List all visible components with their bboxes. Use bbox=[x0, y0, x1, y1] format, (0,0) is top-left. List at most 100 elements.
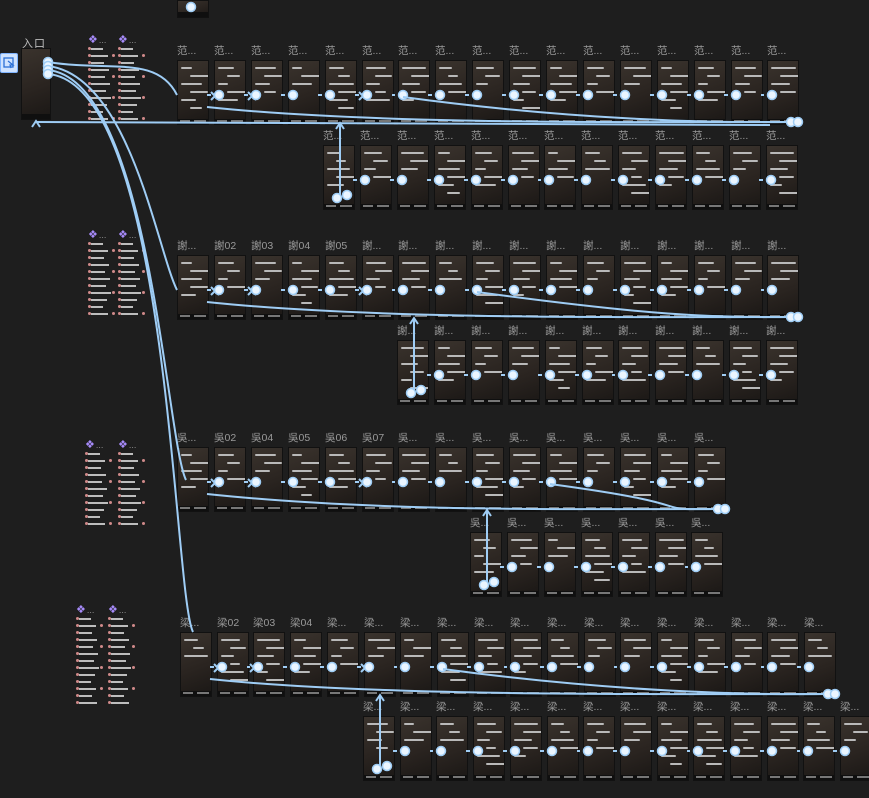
liang-component-2[interactable] bbox=[108, 617, 135, 708]
xie-row-link bbox=[409, 316, 419, 393]
wu-node-11 bbox=[582, 476, 594, 488]
entry-connector-4 bbox=[47, 73, 194, 633]
fan-frame-14-title: 范... bbox=[657, 45, 677, 57]
component-diamond-icon: ❖ bbox=[88, 228, 98, 241]
xie-frame-15[interactable] bbox=[694, 255, 726, 320]
fan-row-node-b bbox=[341, 189, 353, 201]
fan-frame-14[interactable] bbox=[657, 60, 689, 125]
wu-frame-12[interactable] bbox=[583, 447, 615, 512]
xie-frame-r2-5-title: 謝... bbox=[545, 325, 565, 337]
xie-node-r2-8 bbox=[691, 369, 703, 381]
liang-frame-14-title: 梁... bbox=[657, 617, 677, 629]
entry-frame-title: 入口 bbox=[22, 38, 46, 50]
xie-component-1[interactable] bbox=[88, 242, 115, 319]
entry-connector-1 bbox=[47, 61, 178, 96]
liang-frame-15-title: 梁... bbox=[694, 617, 714, 629]
play-cursor-icon bbox=[3, 57, 15, 69]
wu-frame-1[interactable] bbox=[177, 447, 209, 512]
xie-frame-2[interactable] bbox=[214, 255, 246, 320]
xie-frame-1[interactable] bbox=[177, 255, 209, 320]
xie-frame-17[interactable] bbox=[767, 255, 799, 320]
liang-frame-r2-3-title: 梁... bbox=[436, 701, 456, 713]
liang-frame-r2-5[interactable] bbox=[510, 716, 542, 781]
top-frame-node bbox=[185, 1, 197, 13]
fan-frame-12[interactable] bbox=[583, 60, 615, 125]
wu-frame-r2-1-title: 吳... bbox=[470, 517, 490, 529]
xie-frame-r2-4[interactable] bbox=[508, 340, 540, 405]
liang-frame-13-title: 梁... bbox=[620, 617, 640, 629]
fan-frame-1[interactable] bbox=[177, 60, 209, 125]
xie-frame-16-title: 謝... bbox=[731, 240, 751, 252]
wu-frame-14-title: 吳... bbox=[657, 432, 677, 444]
xie-frame-9-title: 謝... bbox=[472, 240, 492, 252]
wu-component-2[interactable] bbox=[118, 452, 145, 529]
xie-frame-15-title: 謝... bbox=[694, 240, 714, 252]
xie-frame-r2-7-title: 謝... bbox=[618, 325, 638, 337]
fan-frame-9-title: 范... bbox=[472, 45, 492, 57]
fan-frame-r2-2-title: 范... bbox=[360, 130, 380, 142]
fan-frame-r2-12[interactable] bbox=[729, 145, 761, 210]
entry-node-4 bbox=[42, 68, 54, 80]
xie-node-r2-5 bbox=[581, 369, 593, 381]
liang-frame-r2-7[interactable] bbox=[583, 716, 615, 781]
wu-frame-9[interactable] bbox=[472, 447, 504, 512]
wu-node-7 bbox=[434, 476, 446, 488]
fan-node-r2-12 bbox=[765, 174, 777, 186]
liang-node-17 bbox=[803, 661, 815, 673]
entry-return-line bbox=[35, 121, 771, 126]
fan-node-r2-7 bbox=[580, 174, 592, 186]
wu-frame-11[interactable] bbox=[546, 447, 578, 512]
xie-frame-3[interactable] bbox=[251, 255, 283, 320]
entry-frame[interactable] bbox=[21, 48, 51, 120]
xie-node-r2-4 bbox=[544, 369, 556, 381]
wu-frame-3-title: 吳04 bbox=[251, 432, 274, 444]
fan-frame-3-title: 范... bbox=[251, 45, 271, 57]
liang-frame-r2-6-title: 梁... bbox=[547, 701, 567, 713]
liang-frame-17-title: 梁... bbox=[767, 617, 787, 629]
wu-frame-4-title: 吳05 bbox=[288, 432, 311, 444]
liang-frame-r2-14[interactable] bbox=[840, 716, 869, 781]
wu-node-6 bbox=[397, 476, 409, 488]
xie-frame-1-title: 謝... bbox=[177, 240, 197, 252]
fan-component-1-title: ❖... bbox=[88, 33, 107, 46]
wu-frame-2-title: 吳02 bbox=[214, 432, 237, 444]
xie-frame-9[interactable] bbox=[472, 255, 504, 320]
fan-frame-15[interactable] bbox=[694, 60, 726, 125]
liang-frame-r2-8[interactable] bbox=[620, 716, 652, 781]
liang-node-10 bbox=[546, 661, 558, 673]
xie-frame-5[interactable] bbox=[325, 255, 357, 320]
liang-frame-10[interactable] bbox=[510, 632, 542, 697]
liang-frame-3-title: 梁03 bbox=[253, 617, 276, 629]
liang-frame-r2-2-title: 梁... bbox=[400, 701, 420, 713]
fan-node-12 bbox=[619, 89, 631, 101]
liang-frame-8[interactable] bbox=[437, 632, 469, 697]
fan-frame-r2-13[interactable] bbox=[766, 145, 798, 210]
xie-component-2[interactable] bbox=[118, 242, 145, 319]
wu-frame-7[interactable] bbox=[398, 447, 430, 512]
wu-frame-11-title: 吳... bbox=[546, 432, 566, 444]
wu-row-node-b bbox=[488, 576, 500, 588]
xie-node-3 bbox=[287, 284, 299, 296]
liang-frame-r2-14-title: 梁... bbox=[840, 701, 860, 713]
xie-return-end-b bbox=[792, 311, 804, 323]
liang-component-1[interactable] bbox=[76, 617, 103, 708]
liang-frame-1[interactable] bbox=[180, 632, 212, 697]
entry-return-arrow bbox=[31, 119, 41, 128]
fan-component-1[interactable] bbox=[88, 47, 115, 124]
wu-frame-r2-5[interactable] bbox=[618, 532, 650, 597]
liang-frame-10-title: 梁... bbox=[510, 617, 530, 629]
xie-frame-6-title: 謝... bbox=[362, 240, 382, 252]
liang-node-12 bbox=[619, 661, 631, 673]
wu-component-1[interactable] bbox=[85, 452, 112, 529]
fan-node-14 bbox=[693, 89, 705, 101]
liang-frame-11-title: 梁... bbox=[547, 617, 567, 629]
xie-frame-r2-3[interactable] bbox=[471, 340, 503, 405]
fan-component-2[interactable] bbox=[118, 47, 145, 124]
xie-frame-r2-2[interactable] bbox=[434, 340, 466, 405]
liang-node-5 bbox=[363, 661, 375, 673]
flow-start-button[interactable] bbox=[0, 53, 18, 73]
liang-frame-9-title: 梁... bbox=[474, 617, 494, 629]
liang-node-9 bbox=[509, 661, 521, 673]
fan-node-1 bbox=[213, 89, 225, 101]
